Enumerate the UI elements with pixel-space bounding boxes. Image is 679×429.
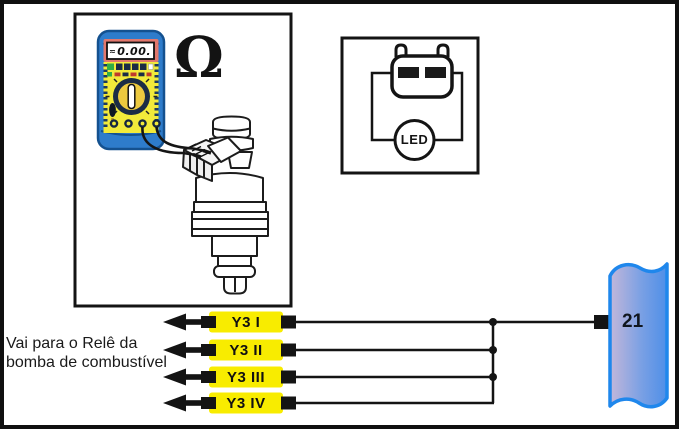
dc-symbol-icon: ≂ [109, 47, 117, 56]
harness-row-y3-2 [163, 339, 493, 361]
meter-display-reading: ≂0.00. [109, 45, 152, 58]
led-tester-box [340, 36, 480, 175]
wire-label-y3-4 [209, 392, 283, 414]
wire-label-text-y3-3: Y3 III [226, 368, 266, 386]
arrow-left-icon [163, 313, 186, 331]
arrow-left-icon [163, 341, 186, 359]
meter-dial [105, 78, 158, 115]
harness-row-y3-4 [163, 392, 494, 414]
harness-row-y3-3 [163, 366, 493, 388]
junction-dot [489, 373, 497, 381]
wire-label-text-y3-2: Y3 II [229, 341, 263, 359]
led-label: LED [400, 132, 429, 147]
connector-pin-left [398, 67, 419, 78]
harness-row-y3-1 [163, 311, 594, 333]
harness-rows [163, 311, 613, 414]
meter-display-screen [106, 41, 155, 60]
caption-line-2: bomba de combustível [6, 354, 167, 371]
led-symbol-circle [393, 119, 436, 161]
wire-label-text-y3-4: Y3 IV [226, 394, 266, 412]
led-circuit-wire-right [434, 71, 464, 142]
arrow-left-icon [163, 368, 186, 386]
multimeter-test-leads [141, 126, 212, 159]
meter-jacks [109, 119, 161, 128]
connector-symbol [390, 43, 454, 99]
wire-label-y3-2 [209, 339, 283, 361]
wire-label-y3-3 [209, 366, 283, 388]
connector-ear-right [436, 43, 450, 57]
arrow-left-icon [163, 394, 186, 412]
junction-dot [489, 318, 497, 326]
harness-connector-ribbon [608, 262, 669, 409]
wire-label-y3-1 [209, 311, 283, 333]
meter-side-switch [109, 103, 116, 117]
fuel-injector-illustration [182, 115, 269, 295]
ohm-symbol: Ω [174, 25, 224, 91]
connector-pin-right [425, 67, 446, 78]
junction-dot [489, 346, 497, 354]
multimeter-illustration [96, 29, 166, 151]
meter-buttons [107, 63, 154, 77]
caption-line-1: Vai para o Relê da [6, 335, 138, 352]
test-setup-box [73, 12, 293, 308]
connector-ear-left [394, 43, 408, 57]
pin-21-label: 21 [622, 311, 644, 332]
wire-label-text-y3-1: Y3 I [231, 313, 261, 331]
led-circuit-wire-left [370, 71, 395, 142]
